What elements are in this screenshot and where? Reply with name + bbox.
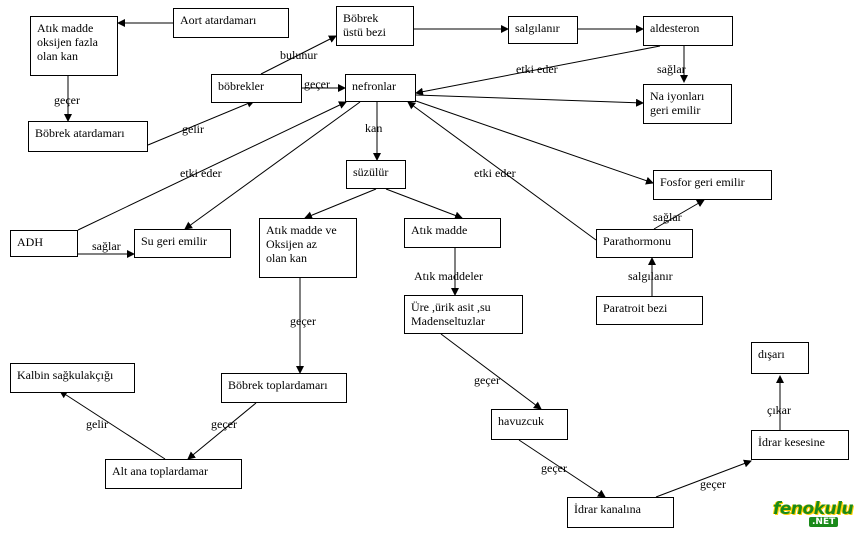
label-bulunur: bulunur	[280, 48, 318, 62]
node-adh: ADH	[10, 230, 78, 257]
logo-suffix: .NET	[809, 517, 839, 527]
label-gecer-4: geçer	[474, 373, 500, 387]
node-parathormon: Parathormonu	[596, 229, 693, 258]
node-kalbin: Kalbin sağkulakçığı	[10, 363, 135, 393]
node-salgilanir: salgılanır	[508, 16, 578, 44]
label-salgilanir-2: salgılanır	[628, 269, 673, 283]
label-saglar-1: sağlar	[657, 62, 686, 76]
arrow-parathormon-to-nefronlar	[407, 101, 597, 241]
label-etki-eder-3: etki eder	[474, 166, 516, 180]
label-gecer-2: geçer	[54, 93, 80, 107]
label-gelir-1: gelir	[182, 122, 204, 136]
label-kan: kan	[365, 121, 383, 135]
node-atik-madde: Atık madde	[404, 218, 501, 248]
arrow-alt-ana-to-kalbin	[59, 390, 166, 460]
label-gecer-5: geçer	[211, 417, 237, 431]
arrow-havuzcuk-to-idrar-kanali	[518, 439, 606, 498]
label-gecer-3: geçer	[290, 314, 316, 328]
arrow-suzulur-to-atik-madde	[385, 188, 463, 220]
node-atik-oksijen-fazla: Atık madde oksijen fazla olan kan	[30, 16, 118, 76]
logo-text: fenokulu	[773, 499, 854, 519]
node-paratroit: Paratroit bezi	[596, 296, 703, 325]
node-idrar-kesesine: İdrar kesesine	[751, 430, 849, 460]
node-disari: dışarı	[751, 342, 809, 374]
arrow-bobrekler-to-ustu-bezi	[260, 35, 337, 75]
arrow-parathormon-to-fosfor	[653, 199, 705, 230]
arrow-nefronlar-to-na	[415, 94, 644, 107]
label-gecer-7: geçer	[700, 477, 726, 491]
node-idrar-kanalina: İdrar kanalına	[567, 497, 674, 528]
node-alt-ana: Alt ana toplardamar	[105, 459, 242, 489]
node-fosfor: Fosfor geri emilir	[653, 170, 772, 200]
node-atik-oksijen-az: Atık madde ve Oksijen az olan kan	[259, 218, 357, 278]
node-nefronlar: nefronlar	[345, 74, 416, 102]
label-etki-eder-2: etki eder	[180, 166, 222, 180]
arrow-nefronlar-to-su	[184, 101, 361, 230]
label-etki-eder-1: etki eder	[516, 62, 558, 76]
fenokulu-logo: fenokulu .NET	[773, 499, 854, 535]
node-bobrek-toplardamari: Böbrek toplardamarı	[221, 373, 347, 403]
arrow-nefronlar-to-fosfor	[415, 100, 654, 185]
arrow-idrar-kanali-to-kese	[655, 459, 752, 498]
arrow-atardamar-to-bobrekler	[147, 99, 255, 146]
node-bobrek-ustu-bezi: Böbrek üstü bezi	[336, 6, 414, 46]
label-saglar-3: sağlar	[92, 239, 121, 253]
label-atik-maddeler: Atık maddeler	[414, 269, 483, 283]
node-bobrek-atardamari: Böbrek atardamarı	[28, 121, 148, 152]
label-saglar-2: sağlar	[653, 210, 682, 224]
arrow-ure-to-havuzcuk	[440, 333, 542, 410]
node-havuzcuk: havuzcuk	[491, 409, 568, 440]
arrow-toplardamar-to-alt-ana	[187, 402, 257, 460]
label-cikar: çıkar	[767, 403, 791, 417]
node-aldesteron: aldesteron	[643, 16, 733, 46]
node-ure: Üre ,ürik asit ,su Madenseltuzlar	[404, 295, 523, 334]
label-gecer-1: geçer	[304, 77, 330, 91]
label-gecer-6: geçer	[541, 461, 567, 475]
label-gelir-2: gelir	[86, 417, 108, 431]
node-aort: Aort atardamarı	[173, 8, 289, 38]
arrow-adh-to-nefronlar	[77, 101, 347, 231]
node-su-geri-emilir: Su geri emilir	[134, 229, 231, 258]
arrow-aldesteron-to-nefronlar	[415, 45, 661, 96]
node-suzulur: süzülür	[346, 160, 406, 189]
arrow-suzulur-to-atik-az	[304, 188, 377, 220]
node-bobrekler: böbrekler	[211, 74, 302, 103]
node-na-iyonlari: Na iyonları geri emilir	[643, 84, 732, 124]
